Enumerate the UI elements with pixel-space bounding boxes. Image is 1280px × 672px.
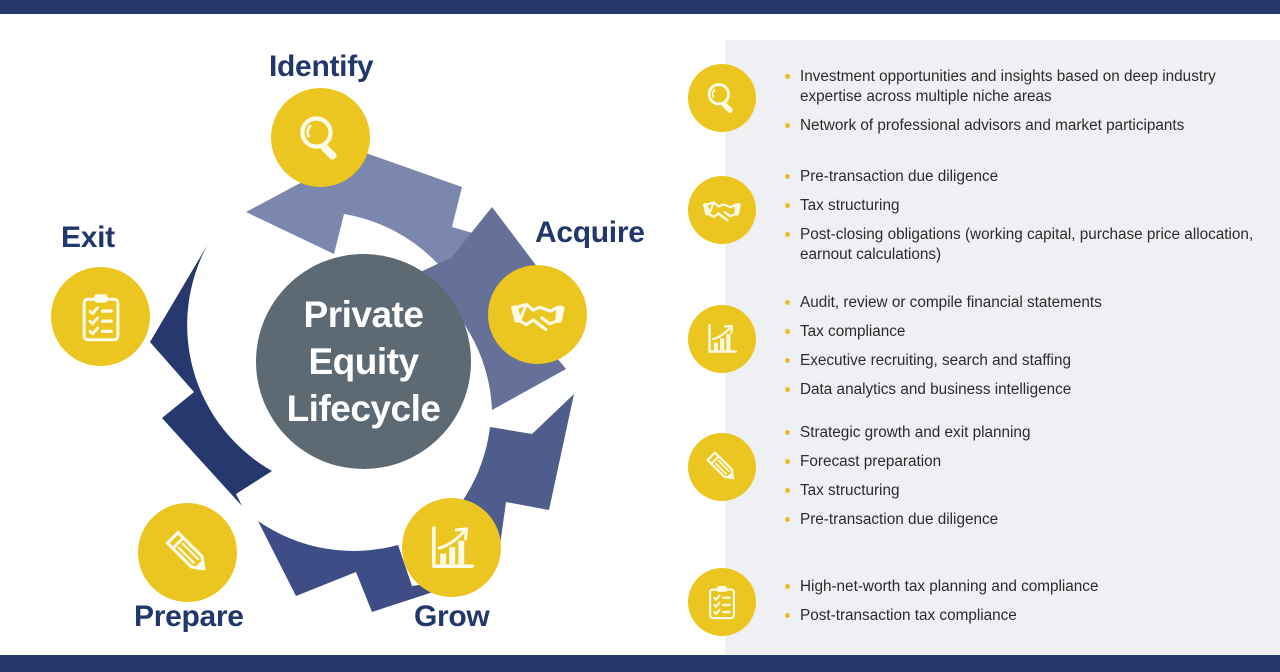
- detail-row-identify: Investment opportunities and insights ba…: [688, 40, 1280, 157]
- magnifier-icon: [299, 115, 337, 160]
- list-item: Investment opportunities and insights ba…: [783, 67, 1262, 107]
- wheel-label-grow: Grow: [414, 600, 490, 633]
- detail-icon-prepare[interactable]: [688, 433, 756, 501]
- lifecycle-details-panel: Investment opportunities and insights ba…: [688, 14, 1280, 655]
- wheel-label-exit: Exit: [61, 221, 115, 254]
- list-item: Tax structuring: [783, 196, 1262, 216]
- bar-chart-growth-icon: [431, 525, 474, 568]
- list-item: Tax compliance: [783, 322, 1262, 342]
- clipboard-check-icon: [709, 585, 735, 620]
- wheel-node-grow[interactable]: [402, 498, 501, 597]
- detail-row-prepare: Strategic growth and exit planning Forec…: [688, 404, 1280, 534]
- detail-row-exit: High-net-worth tax planning and complian…: [688, 534, 1280, 655]
- handshake-icon: [703, 201, 741, 222]
- list-item: Post-closing obligations (working capita…: [783, 225, 1262, 265]
- center-title-line-1: Private: [303, 294, 424, 335]
- list-item: Network of professional advisors and mar…: [783, 116, 1262, 136]
- wheel-label-prepare: Prepare: [134, 600, 244, 633]
- detail-bullets-grow: Audit, review or compile financial state…: [783, 293, 1262, 400]
- detail-bullets-acquire: Pre-transaction due diligence Tax struct…: [783, 167, 1262, 265]
- list-item: Executive recruiting, search and staffin…: [783, 351, 1262, 371]
- infographic-stage: Private Equity Lifecycle Identify: [0, 14, 1280, 655]
- wheel-segment-exit: [150, 244, 272, 506]
- wheel-label-identify: Identify: [269, 50, 374, 83]
- detail-icon-identify[interactable]: [688, 64, 756, 132]
- list-item: Audit, review or compile financial state…: [783, 293, 1262, 313]
- wheel-center-hub: Private Equity Lifecycle: [256, 254, 471, 469]
- list-item: Forecast preparation: [783, 452, 1262, 472]
- detail-bullets-prepare: Strategic growth and exit planning Forec…: [783, 423, 1262, 530]
- detail-icon-acquire[interactable]: [688, 176, 756, 244]
- detail-icon-exit[interactable]: [688, 568, 756, 636]
- center-title-line-3: Lifecycle: [286, 388, 441, 429]
- pencil-icon: [165, 530, 206, 571]
- magnifier-icon: [707, 83, 733, 113]
- bottom-accent-bar: [0, 655, 1280, 672]
- detail-bullets-exit: High-net-worth tax planning and complian…: [783, 577, 1262, 626]
- detail-row-acquire: Pre-transaction due diligence Tax struct…: [688, 147, 1280, 274]
- detail-bullets-identify: Investment opportunities and insights ba…: [783, 67, 1262, 136]
- pencil-icon: [706, 451, 735, 480]
- list-item: Strategic growth and exit planning: [783, 423, 1262, 443]
- list-item: Pre-transaction due diligence: [783, 167, 1262, 187]
- top-accent-bar: [0, 0, 1280, 14]
- detail-row-grow: Audit, review or compile financial state…: [688, 274, 1280, 404]
- wheel-segment-identify: [246, 151, 514, 317]
- wheel-node-exit[interactable]: [51, 267, 150, 366]
- bar-chart-growth-icon: [708, 324, 737, 353]
- wheel-node-acquire[interactable]: [488, 265, 587, 364]
- wheel-node-prepare[interactable]: [138, 503, 237, 602]
- list-item: Data analytics and business intelligence: [783, 380, 1262, 400]
- list-item: Pre-transaction due diligence: [783, 510, 1262, 530]
- clipboard-check-icon: [82, 293, 119, 341]
- wheel-node-identify[interactable]: [271, 88, 370, 187]
- list-item: High-net-worth tax planning and complian…: [783, 577, 1262, 597]
- lifecycle-diagram-panel: Private Equity Lifecycle Identify: [0, 14, 725, 655]
- lifecycle-wheel: Private Equity Lifecycle Identify: [40, 14, 680, 655]
- center-title-line-2: Equity: [308, 341, 419, 382]
- handshake-icon: [510, 302, 564, 331]
- list-item: Tax structuring: [783, 481, 1262, 501]
- list-item: Post-transaction tax compliance: [783, 606, 1262, 626]
- detail-icon-grow[interactable]: [688, 305, 756, 373]
- wheel-label-acquire: Acquire: [535, 216, 645, 249]
